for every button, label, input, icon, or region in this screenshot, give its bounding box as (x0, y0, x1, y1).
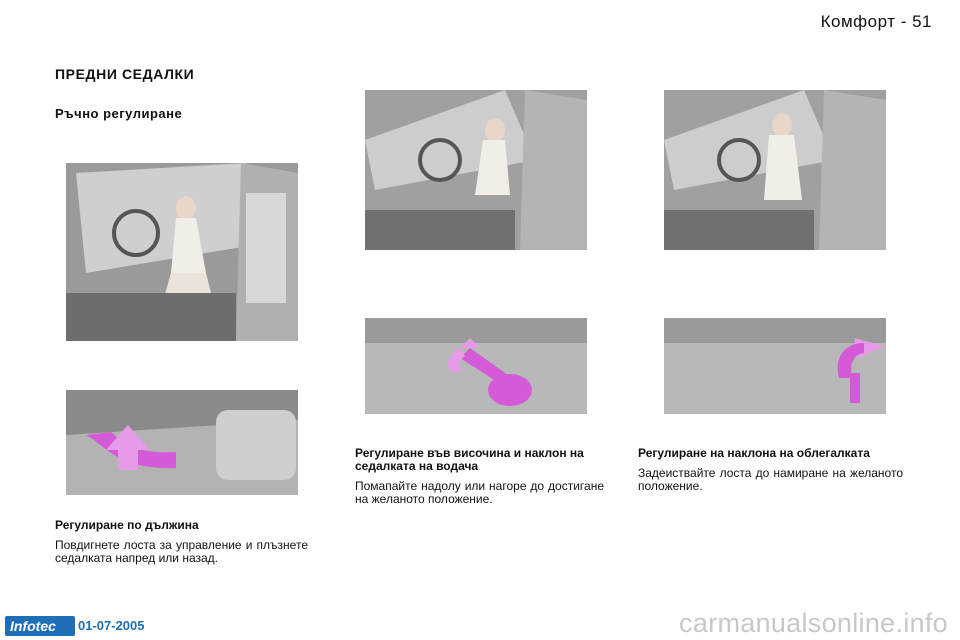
length-lever-illustration (66, 390, 298, 495)
page-header: Комфорт - 51 (820, 12, 932, 31)
car-interior-length-illustration (66, 163, 298, 341)
section-subtitle: Ръчно регулиране (55, 106, 183, 121)
infotec-logo: Infotec (5, 616, 75, 636)
caption-length-body: Повдигнете лоста за управление и плъзнет… (55, 538, 308, 565)
caption-length-title: Регулиране по дължина (55, 518, 199, 532)
caption-backrest-title: Регулиране на наклона на облегалката (638, 446, 870, 460)
caption-height-title: Регулиране във височина и наклон на седа… (355, 446, 584, 473)
section-title: ПРЕДНИ СЕДАЛКИ (55, 66, 195, 82)
car-interior-backrest-illustration (664, 90, 886, 250)
backrest-lever-illustration (664, 318, 886, 414)
caption-backrest-body: Задеиствайте лоста до намиране на желано… (638, 466, 903, 493)
caption-length: Регулиране по дължина Повдигнете лоста з… (55, 519, 308, 565)
caption-height: Регулиране във височина и наклон на седа… (355, 447, 604, 506)
footer-date: 01-07-2005 (78, 618, 145, 633)
caption-backrest: Регулиране на наклона на облегалката Зад… (638, 447, 903, 493)
car-interior-height-illustration (365, 90, 587, 250)
infotec-logo-text: Infotec (10, 618, 56, 634)
height-lever-illustration (365, 318, 587, 414)
watermark: carmanualsonline.info (679, 608, 948, 638)
caption-height-body: Помапайте надолу или нагоре до достигане… (355, 479, 604, 506)
